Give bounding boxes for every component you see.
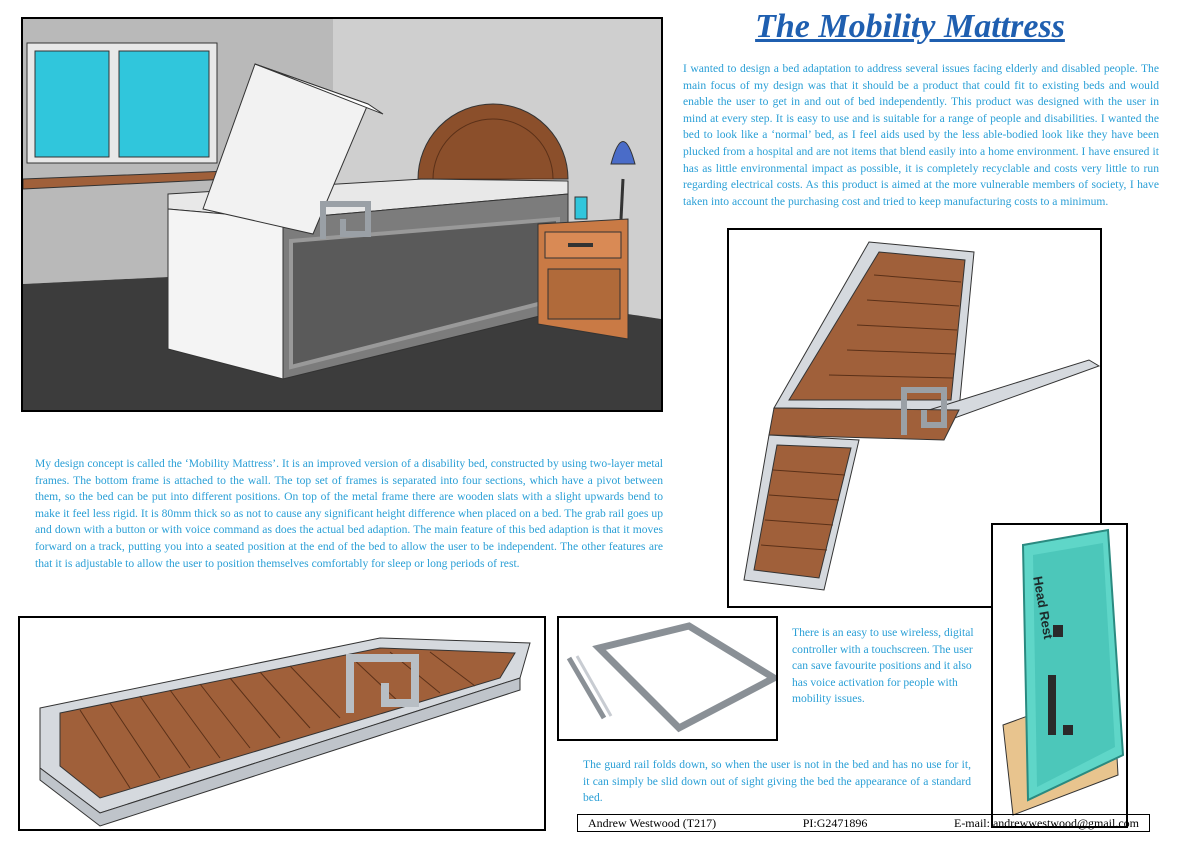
controller-paragraph: There is an easy to use wireless, digita…: [792, 626, 974, 706]
bedroom-render: [21, 17, 663, 412]
frame-detail-render: [557, 616, 778, 741]
footer-bar: Andrew Westwood (T217) PI:G2471896 E-mai…: [577, 814, 1150, 832]
intro-paragraph: I wanted to design a bed adaptation to a…: [683, 62, 1159, 208]
author-name: Andrew Westwood (T217): [588, 815, 717, 830]
seated-position-render: [727, 228, 1102, 608]
page-title: The Mobility Mattress: [755, 8, 1065, 45]
guardrail-paragraph: The guard rail folds down, so when the u…: [583, 758, 971, 805]
email-address: E-mail: andrewwestwood@gmail.com: [953, 815, 1139, 830]
concept-paragraph: My design concept is called the ‘Mobilit…: [35, 457, 663, 570]
controller-render: Head Rest: [991, 523, 1128, 828]
flat-bed-render: [18, 616, 546, 831]
pi-number: PI:G2471896: [802, 815, 868, 830]
